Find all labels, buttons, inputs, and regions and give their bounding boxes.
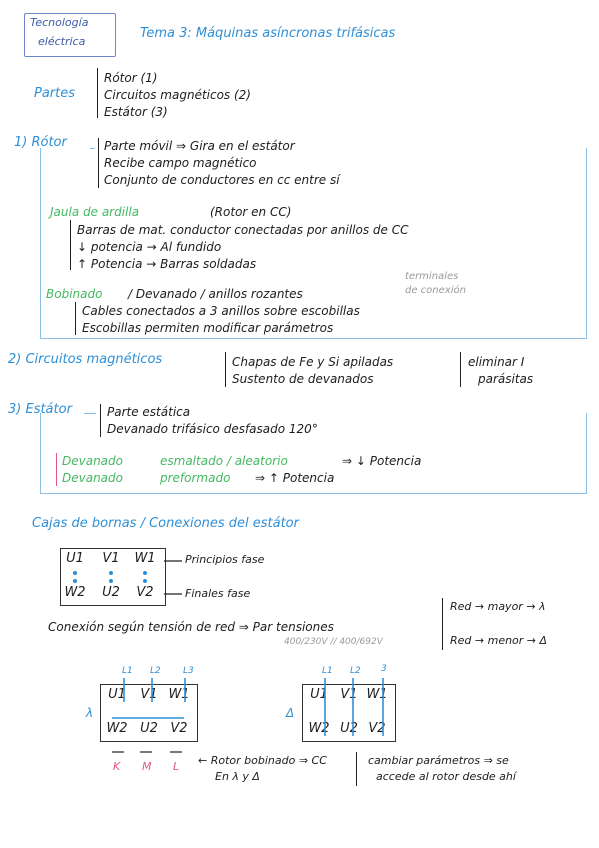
rotor-line-2: Recibe campo magnético: [104, 156, 257, 170]
estator-dev-brace: [56, 453, 57, 486]
dot-v2: [143, 579, 147, 583]
partes-item-estator: Estátor (3): [104, 105, 168, 119]
terminal-w1: W1: [134, 551, 156, 566]
subject-subtitle: eléctrica: [38, 35, 86, 48]
dot-u2: [109, 579, 113, 583]
delta-box: [302, 684, 396, 742]
bobinado-line-2: Escobillas permiten modificar parámetros: [82, 321, 334, 335]
estator-line-1: Parte estática: [107, 405, 191, 419]
partes-item-rotor: Rótor (1): [104, 71, 158, 85]
star-v2: V2: [170, 721, 188, 736]
terminal-v1: V1: [102, 551, 120, 566]
delta-u1: U1: [310, 687, 328, 702]
rotor-box-top: [90, 148, 95, 149]
jaula-title: Jaula de ardilla: [50, 205, 140, 219]
estator-box-top: [84, 413, 96, 414]
partes-label: Partes: [34, 86, 76, 101]
partes-item-circuitos: Circuitos magnéticos (2): [104, 88, 251, 102]
star-l3: L3: [183, 666, 194, 676]
right-note-1: cambiar parámetros ⇒ se: [368, 754, 509, 767]
red-menor: Red → menor → Δ: [450, 634, 548, 647]
rotor-line-1: Parte móvil ⇒ Gira en el estátor: [104, 139, 295, 153]
dev1-result: ⇒ ↓ Potencia: [342, 454, 422, 468]
dev2-label: Devanado: [62, 471, 123, 485]
star-u1: U1: [108, 687, 126, 702]
rotor-line-3: Conjunto de conductores en cc entre sí: [104, 173, 340, 187]
dot-w2: [73, 579, 77, 583]
red-mayor: Red → mayor → λ: [450, 600, 546, 613]
bobinado-brace: [75, 302, 76, 335]
star-u2: U2: [140, 721, 158, 736]
kml-l: L: [173, 760, 180, 773]
circuitos-right-2: parásitas: [478, 372, 534, 386]
terminal-u1: U1: [66, 551, 84, 566]
star-w2: W2: [106, 721, 128, 736]
delta-symbol: Δ: [286, 706, 295, 720]
delta-l3: 3: [381, 664, 387, 674]
partes-brace: [97, 68, 98, 118]
star-v1: V1: [140, 687, 158, 702]
dot-u1: [73, 571, 77, 575]
bobinado-rest: / Devanado / anillos rozantes: [128, 287, 303, 301]
dev1-label: Devanado: [62, 454, 123, 468]
terminal-box: [60, 548, 166, 606]
tensiones-text: 400/230V // 400/692V: [284, 637, 383, 647]
dev2-result: ⇒ ↑ Potencia: [255, 471, 335, 485]
dot-w1: [143, 571, 147, 575]
bobinado-line-1: Cables conectados a 3 anillos sobre esco…: [82, 304, 360, 318]
rotor-heading: 1) Rótor: [14, 135, 67, 150]
jaula-brace: [70, 220, 71, 270]
star-l2: L2: [150, 666, 161, 676]
circuitos-heading: 2) Circuitos magnéticos: [8, 352, 163, 367]
principios-label: Principios fase: [185, 553, 265, 566]
terminal-u2: U2: [102, 585, 120, 600]
estator-box: [40, 413, 587, 494]
rotor-note-1: ← Rotor bobinado ⇒ CC: [198, 754, 327, 767]
bobinado-title: Bobinado: [46, 287, 103, 301]
star-box: [100, 684, 198, 742]
delta-l2: L2: [350, 666, 361, 676]
rotor-box: [40, 148, 587, 339]
estator-brace: [100, 404, 101, 437]
circuitos-brace-right: [460, 352, 461, 387]
right-note-2: accede al rotor desde ahí: [376, 770, 516, 783]
estator-heading: 3) Estátor: [8, 402, 72, 417]
star-symbol: λ: [86, 706, 94, 720]
jaula-line-3: ↑ Potencia → Barras soldadas: [77, 257, 257, 271]
star-l1: L1: [122, 666, 133, 676]
circuitos-brace: [225, 352, 226, 387]
terminal-w2: W2: [64, 585, 86, 600]
kml-k: K: [113, 760, 121, 773]
terminal-v2: V2: [136, 585, 154, 600]
subject-title: Tecnología: [30, 16, 89, 29]
dot-v1: [109, 571, 113, 575]
subject-box: [24, 13, 116, 57]
dev2-type: preformado: [160, 471, 231, 485]
jaula-line-1: Barras de mat. conductor conectadas por …: [77, 223, 409, 237]
circuitos-line-1: Chapas de Fe y Si apiladas: [232, 355, 394, 369]
finales-label: Finales fase: [185, 587, 251, 600]
rotor-brace: [98, 138, 99, 188]
conexion-text: Conexión según tensión de red ⇒ Par tens…: [48, 620, 334, 634]
delta-v2: V2: [368, 721, 386, 736]
delta-l1: L1: [322, 666, 333, 676]
red-brace: [442, 598, 443, 650]
circuitos-line-2: Sustento de devanados: [232, 372, 374, 386]
jaula-paren: (Rotor en CC): [210, 205, 292, 219]
dev1-type: esmaltado / aleatorio: [160, 454, 288, 468]
kml-m: M: [142, 760, 152, 773]
circuitos-right-1: eliminar I: [468, 355, 525, 369]
estator-line-2: Devanado trifásico desfasado 120°: [107, 422, 318, 436]
cajas-heading: Cajas de bornas / Conexiones del estátor: [32, 516, 299, 531]
jaula-line-2: ↓ potencia → Al fundido: [77, 240, 222, 254]
bobinado-note-2: de conexión: [405, 285, 466, 296]
bobinado-note-1: terminales: [405, 271, 459, 282]
rotor-note-brace: [356, 752, 357, 786]
rotor-note-2: En λ y Δ: [215, 770, 260, 783]
topic-title: Tema 3: Máquinas asíncronas trifásicas: [140, 26, 396, 41]
